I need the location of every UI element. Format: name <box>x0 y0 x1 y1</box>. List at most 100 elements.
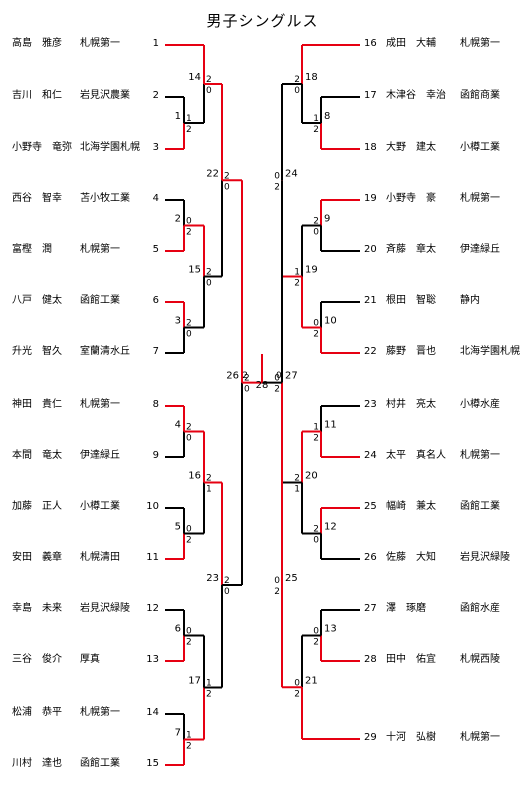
match-number: 27 <box>285 371 298 382</box>
player-name: 十河 弘樹 <box>386 732 436 743</box>
set-score: 0 <box>186 434 192 444</box>
player-school: 函館工業 <box>460 501 500 512</box>
match-number: 11 <box>324 420 337 431</box>
match-number: 25 <box>285 573 298 584</box>
seed-number: 13 <box>146 654 159 665</box>
match-number: 26 <box>226 371 239 382</box>
match-number: 6 <box>175 624 181 635</box>
seed-number: 1 <box>152 38 159 49</box>
player-school: 札幌第一 <box>80 38 120 49</box>
player-name: 幅崎 兼太 <box>386 501 436 512</box>
set-score: 0 <box>224 587 230 597</box>
player-school: 伊達緑丘 <box>460 244 500 255</box>
set-score: 0 <box>186 330 192 340</box>
seed-number: 5 <box>152 244 159 255</box>
set-score: 2 <box>186 228 192 238</box>
player-school: 札幌第一 <box>460 732 500 743</box>
player-school: 小樽工業 <box>80 501 120 512</box>
seed-number: 24 <box>364 450 377 461</box>
seed-number: 22 <box>364 346 377 357</box>
set-score: 0 <box>186 627 192 637</box>
player-name: 八戸 健太 <box>12 295 62 306</box>
set-score: 2 <box>186 319 192 329</box>
set-score: 0 <box>294 86 300 96</box>
set-score: 2 <box>242 371 248 381</box>
set-score: 0 <box>206 279 212 289</box>
seed-number: 25 <box>364 501 377 512</box>
player-school: 函館商業 <box>460 90 500 101</box>
seed-number: 7 <box>152 346 159 357</box>
match-number: 20 <box>305 471 318 482</box>
seed-number: 14 <box>146 707 159 718</box>
player-school: 小樽工業 <box>460 142 500 153</box>
match-number: 2 <box>175 214 181 225</box>
match-number: 5 <box>175 522 181 533</box>
player-school: 苫小牧工業 <box>80 193 130 204</box>
seed-number: 23 <box>364 399 377 410</box>
set-score: 2 <box>186 638 192 648</box>
player-school: 札幌清田 <box>80 552 120 563</box>
seed-number: 29 <box>364 732 377 743</box>
player-school: 静内 <box>460 295 480 306</box>
match-number: 3 <box>175 316 181 327</box>
bracket-title: 男子シングルス <box>206 12 319 30</box>
set-score: 0 <box>313 536 319 546</box>
player-name: 幸島 未来 <box>12 603 62 614</box>
set-score: 0 <box>244 385 250 395</box>
set-score: 2 <box>313 525 319 535</box>
set-score: 1 <box>186 731 192 741</box>
player-school: 函館工業 <box>80 758 120 769</box>
set-score: 2 <box>186 423 192 433</box>
player-name: 田中 佑宜 <box>386 654 436 665</box>
player-name: 大野 建太 <box>386 142 436 153</box>
set-score: 0 <box>274 171 280 181</box>
player-name: 安田 義章 <box>12 552 62 563</box>
set-score: 2 <box>274 385 280 395</box>
player-name: 木津谷 幸治 <box>386 90 446 101</box>
set-score: 2 <box>224 171 230 181</box>
seed-number: 4 <box>152 193 159 204</box>
set-score: 2 <box>294 75 300 85</box>
player-name: 村井 亮太 <box>386 399 436 410</box>
player-name: 本間 竜太 <box>12 450 62 461</box>
set-score: 0 <box>224 182 230 192</box>
set-score: 0 <box>313 627 319 637</box>
seed-number: 15 <box>146 758 159 769</box>
seed-number: 28 <box>364 654 377 665</box>
set-score: 2 <box>206 75 212 85</box>
seed-number: 6 <box>152 295 159 306</box>
set-score: 1 <box>294 485 300 495</box>
set-score: 0 <box>274 576 280 586</box>
seed-number: 8 <box>152 399 159 410</box>
set-score: 2 <box>206 268 212 278</box>
set-score: 2 <box>274 182 280 192</box>
seed-number: 17 <box>364 90 377 101</box>
player-name: 太平 真名人 <box>386 450 446 461</box>
seed-number: 19 <box>364 193 377 204</box>
set-score: 1 <box>206 679 212 689</box>
set-score: 2 <box>186 742 192 752</box>
set-score: 0 <box>313 319 319 329</box>
seed-number: 18 <box>364 142 377 153</box>
match-number: 1 <box>175 111 181 122</box>
set-score: 1 <box>313 114 319 124</box>
match-number: 19 <box>305 265 318 276</box>
player-name: 佐藤 大知 <box>386 552 436 563</box>
player-school: 北海学園札幌 <box>460 346 520 357</box>
set-score: 0 <box>276 371 282 381</box>
player-school: 札幌第一 <box>80 399 120 410</box>
set-score: 0 <box>313 228 319 238</box>
player-school: 札幌第一 <box>460 450 500 461</box>
match-number: 16 <box>188 471 201 482</box>
seed-number: 2 <box>152 90 159 101</box>
player-school: 札幌第一 <box>80 707 120 718</box>
player-school: 札幌西陵 <box>460 654 500 665</box>
set-score: 2 <box>313 638 319 648</box>
set-score: 2 <box>274 587 280 597</box>
seed-number: 11 <box>146 552 159 563</box>
set-score: 2 <box>313 330 319 340</box>
set-score: 2 <box>186 536 192 546</box>
set-score: 2 <box>186 125 192 135</box>
seed-number: 21 <box>364 295 377 306</box>
